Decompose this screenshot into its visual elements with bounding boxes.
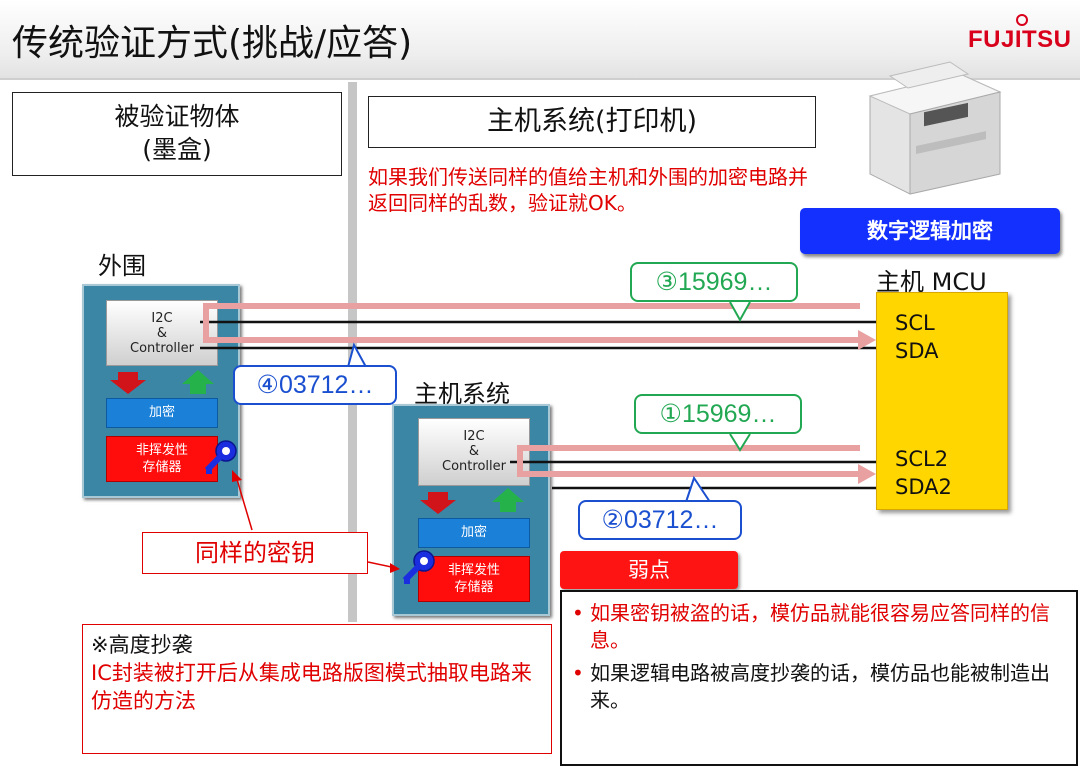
host-system-label-box: 主机系统(打印机) bbox=[368, 96, 816, 148]
printer-icon bbox=[868, 61, 1002, 195]
nv-line1: 非挥发性 bbox=[135, 443, 188, 458]
callout-step2: ②03712… bbox=[578, 500, 742, 540]
peripheral-nv-memory: 非挥发性 存储器 bbox=[106, 436, 218, 482]
signal-arrow-bottom-icon bbox=[858, 464, 876, 484]
peripheral-i2c-controller: I2C & Controller bbox=[106, 300, 218, 366]
pin-scl: SCL bbox=[895, 311, 935, 335]
weakness-badge: 弱点 bbox=[560, 551, 738, 589]
slide-header: 传统验证方式(挑战/应答) FUJITSU bbox=[0, 0, 1080, 80]
host-mcu-label: 主机 MCU bbox=[876, 268, 987, 296]
host-mcu: SCL SDA SCL2 SDA2 bbox=[876, 292, 1008, 510]
i2c-line2: & bbox=[468, 444, 480, 459]
digital-logic-encryption-badge: 数字逻辑加密 bbox=[800, 208, 1060, 254]
i2c-line3: Controller bbox=[442, 459, 506, 474]
copy-note-box: ※高度抄袭 IC封装被打开后从集成电路版图模式抽取电路来仿造的方法 bbox=[82, 624, 552, 754]
object-label-line1: 被验证物体 bbox=[114, 102, 240, 131]
i2c-line3: Controller bbox=[130, 341, 194, 356]
weakness-item: 如果逻辑电路被高度抄袭的话，模仿品也能被制造出来。 bbox=[570, 660, 1064, 714]
key-icon bbox=[402, 550, 435, 584]
callout-step3: ③15969… bbox=[630, 262, 798, 302]
nv-line1: 非挥发性 bbox=[447, 563, 500, 578]
logo-text: FUJITSU bbox=[968, 26, 1072, 53]
callout-step4: ④03712… bbox=[233, 365, 397, 405]
signal-arrow-top-icon bbox=[858, 330, 876, 350]
peripheral-label: 外围 bbox=[98, 252, 146, 280]
pin-sda: SDA bbox=[895, 339, 939, 363]
host-nv-memory: 非挥发性 存储器 bbox=[418, 556, 530, 602]
signal-path-top bbox=[203, 303, 862, 343]
object-label-box: 被验证物体 (墨盒) bbox=[12, 92, 342, 176]
callout-step1: ①15969… bbox=[634, 394, 802, 434]
i2c-line2: & bbox=[156, 326, 168, 341]
verification-note: 如果我们传送同样的值给主机和外围的加密电路并返回同样的乱数，验证就OK。 bbox=[368, 165, 808, 215]
pin-sda2: SDA2 bbox=[895, 475, 952, 499]
fujitsu-logo: FUJITSU bbox=[968, 14, 1072, 54]
i2c-line1: I2C bbox=[463, 429, 485, 444]
weakness-item: 如果密钥被盗的话，模仿品就能很容易应答同样的信息。 bbox=[570, 600, 1064, 654]
object-label-line2: (墨盒) bbox=[142, 135, 212, 164]
copy-note-desc: IC封装被打开后从集成电路版图模式抽取电路来仿造的方法 bbox=[91, 661, 532, 713]
peripheral-encrypt-block: 加密 bbox=[106, 398, 218, 428]
copy-note-title: ※高度抄袭 bbox=[91, 633, 193, 657]
key-icon bbox=[204, 440, 237, 474]
signal-path-bottom bbox=[517, 445, 862, 477]
weakness-box: 如果密钥被盗的话，模仿品就能很容易应答同样的信息。 如果逻辑电路被高度抄袭的话，… bbox=[560, 590, 1078, 766]
pin-scl2: SCL2 bbox=[895, 447, 949, 471]
nv-line2: 存储器 bbox=[142, 460, 182, 475]
host-system-label: 主机系统 bbox=[414, 380, 510, 408]
nv-line2: 存储器 bbox=[454, 580, 494, 595]
host-i2c-controller: I2C & Controller bbox=[418, 418, 530, 486]
host-encrypt-block: 加密 bbox=[418, 518, 530, 548]
i2c-line1: I2C bbox=[151, 311, 173, 326]
slide-title: 传统验证方式(挑战/应答) bbox=[12, 23, 413, 64]
logo-ring-icon bbox=[1016, 14, 1028, 26]
same-key-label: 同样的密钥 bbox=[142, 532, 368, 574]
